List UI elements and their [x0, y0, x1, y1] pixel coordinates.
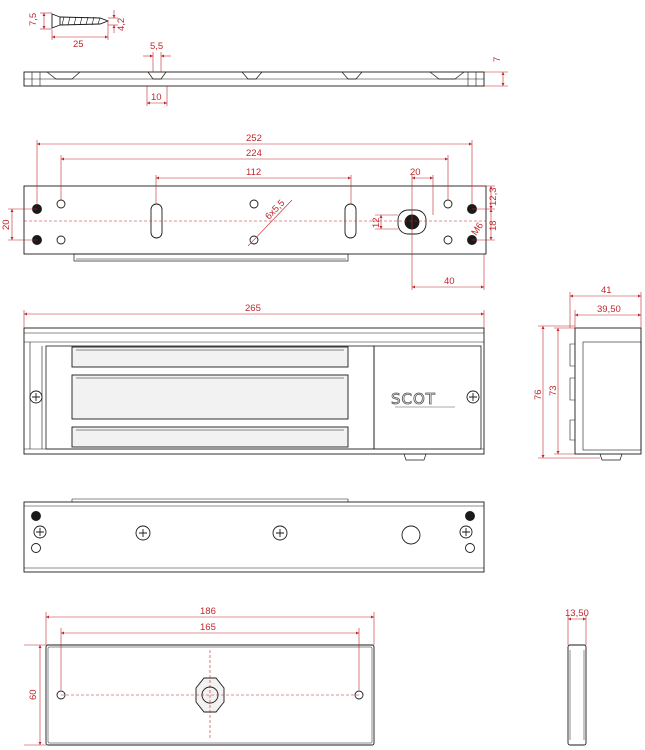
slot-note-label: 6x5,5: [263, 198, 287, 222]
coil-bar: [71, 374, 349, 420]
slot-width-dimension: 5,5: [150, 41, 163, 52]
back-hole: [31, 511, 41, 521]
strip-height-dimension: 7: [492, 57, 503, 62]
left-spacing-dimension: 20: [1, 219, 12, 230]
screw-outline: [51, 13, 110, 29]
top-strip-dimensions: [143, 52, 508, 106]
screw-shank-dimension: 4,2: [116, 18, 127, 31]
magnet-side-outline: [569, 327, 642, 461]
back-hole: [31, 543, 41, 553]
back-hole: [465, 511, 475, 521]
magnet-front-view: SCOT 265: [23, 303, 485, 461]
armature-thickness-dimension: 13,50: [565, 608, 589, 619]
back-hole: [465, 543, 475, 553]
magnet-back-view: [23, 498, 485, 573]
side-screw-icon: [29, 390, 480, 404]
side-height-dimension: 76: [533, 389, 544, 400]
screw-head-dimension: 7,5: [28, 13, 39, 26]
magnet-length-dimension: 265: [245, 303, 261, 314]
mounting-plate-outline: [23, 185, 487, 262]
side-depth-dimension: 41: [601, 285, 612, 296]
armature-height-dimension: 60: [28, 689, 39, 700]
overall-length-dimension: 252: [246, 133, 262, 144]
bottom-offset-dimension: 40: [444, 276, 455, 287]
mounting-hole: [249, 235, 259, 245]
armature-side-view: 13,50: [565, 608, 589, 746]
magnet-side-dimensions: [538, 292, 642, 459]
slot-depth-dimension: 10: [151, 92, 162, 103]
right-lower-dimension: 18: [488, 220, 499, 231]
armature-side-outline: [567, 644, 587, 746]
magnet-front-outline: [23, 327, 485, 461]
side-inner-depth-dimension: 39,50: [597, 304, 621, 315]
right-upper-dimension: 12,3: [488, 188, 499, 207]
armature-hole: [56, 690, 66, 700]
top-strip-outline: [23, 71, 485, 87]
slot-spacing-dimension: 112: [246, 167, 261, 178]
magnet-back-outline: [23, 498, 485, 573]
hole-spacing-dimension: 224: [246, 148, 262, 159]
armature-side-dimensions: [567, 615, 587, 645]
side-inner-height-dimension: 73: [548, 385, 559, 396]
magnet-side-view: 41 39,50 76 73: [533, 285, 642, 461]
armature-hole: [354, 690, 364, 700]
mounting-hole: [56, 199, 66, 209]
armature-plate-dimensions: [24, 612, 375, 746]
mounting-hole: [443, 199, 453, 209]
right-offset-dimension: 20: [410, 167, 421, 178]
coil-bar: [71, 346, 349, 368]
magnet-front-dimensions: [23, 310, 485, 328]
top-strip-view: 5,5 10 7: [23, 41, 508, 106]
center-height-dimension: 12: [371, 217, 382, 228]
mounting-hole: [249, 199, 259, 209]
back-screw-icon: [33, 525, 473, 541]
mounting-holes: [32, 199, 477, 245]
mounting-plate-view: 252 224 112 20 40 20 12 12,3 18 M6 6x5,5: [1, 133, 499, 290]
armature-hole-spacing-dimension: 165: [200, 622, 216, 633]
coil-bar: [71, 426, 349, 448]
mounting-plate-dimensions: [8, 140, 495, 290]
brand-logo: SCOT: [391, 390, 436, 408]
back-hole: [401, 525, 421, 545]
armature-length-dimension: 186: [200, 606, 216, 617]
mounting-hole: [443, 235, 453, 245]
mounting-hole: [56, 235, 66, 245]
armature-plate-view: 186 165 60: [24, 606, 375, 746]
screw-view: 7,5 25 4,2: [28, 10, 127, 50]
screw-dimensions: [40, 10, 118, 40]
screw-length-dimension: 25: [73, 39, 84, 50]
